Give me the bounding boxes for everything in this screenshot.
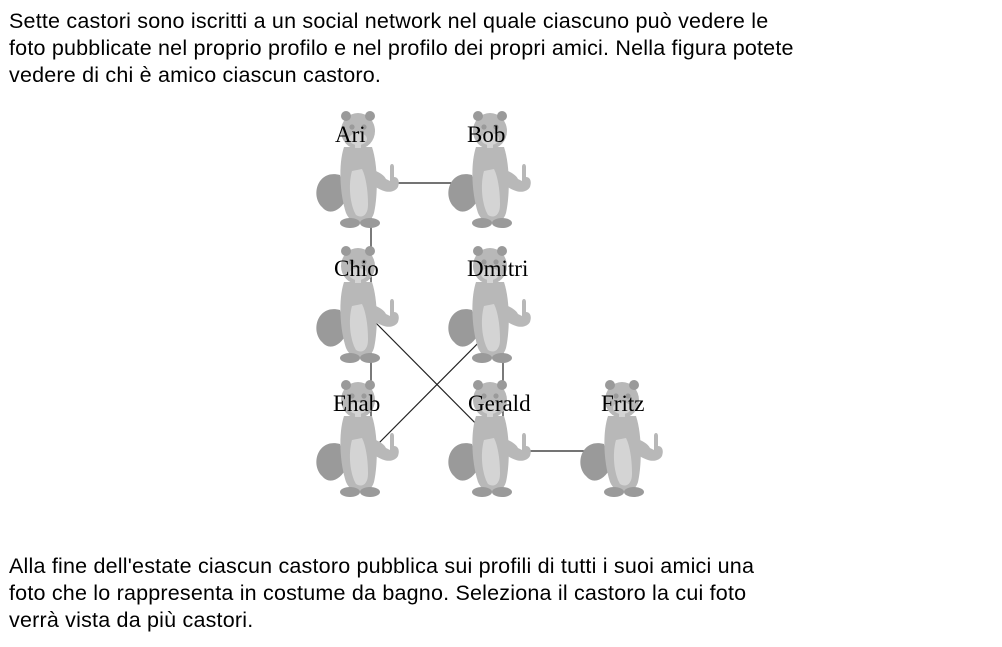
question-line: verrà vista da più castori. bbox=[9, 608, 254, 632]
beaver-bob: Bob bbox=[448, 111, 531, 228]
beaver-name-label: Ehab bbox=[333, 391, 380, 416]
question-line: Alla fine dell'estate ciascun castoro pu… bbox=[9, 554, 755, 578]
beaver-chio: Chio bbox=[316, 246, 399, 363]
beaver-ehab: Ehab bbox=[316, 380, 399, 497]
beaver-name-label: Ari bbox=[335, 122, 366, 147]
beaver-name-label: Dmitri bbox=[467, 256, 528, 281]
beaver-dmitri: Dmitri bbox=[448, 246, 531, 363]
beaver-fritz: Fritz bbox=[580, 380, 663, 497]
beaver-name-label: Gerald bbox=[468, 391, 531, 416]
beaver-name-label: Fritz bbox=[601, 391, 644, 416]
question-line: foto che lo rappresenta in costume da ba… bbox=[9, 581, 747, 605]
intro-text: Sette castori sono iscritti a un social … bbox=[9, 8, 794, 89]
beaver-name-label: Chio bbox=[334, 256, 379, 281]
intro-line: Sette castori sono iscritti a un social … bbox=[9, 9, 769, 33]
beaver-ari: Ari bbox=[316, 111, 399, 228]
beaver-gerald: Gerald bbox=[448, 380, 531, 497]
beaver-name-label: Bob bbox=[467, 122, 505, 147]
intro-line: vedere di chi è amico ciascun castoro. bbox=[9, 63, 382, 87]
intro-line: foto pubblicate nel proprio profilo e ne… bbox=[9, 36, 794, 60]
question-text: Alla fine dell'estate ciascun castoro pu… bbox=[9, 553, 754, 634]
